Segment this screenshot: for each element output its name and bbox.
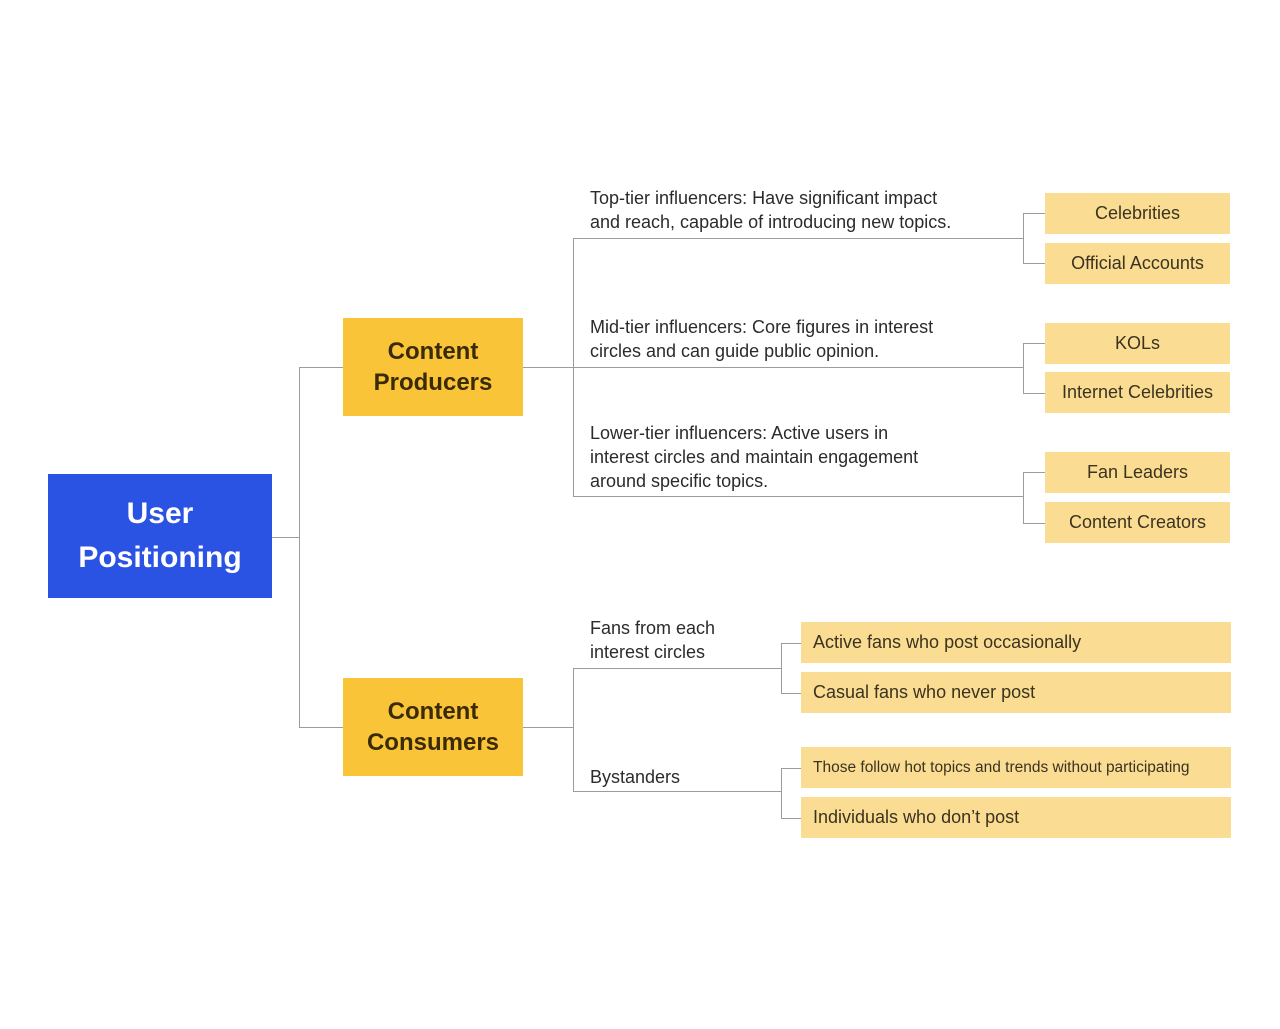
connector-line xyxy=(781,643,801,644)
leaf-fan-leaders[interactable]: Fan Leaders xyxy=(1045,452,1230,493)
connector-line xyxy=(781,768,782,819)
leaf-content-creators[interactable]: Content Creators xyxy=(1045,502,1230,543)
desc-line: Top-tier influencers: Have significant i… xyxy=(590,188,938,208)
desc-lower-tier-influencers[interactable]: Lower-tier influencers: Active users in … xyxy=(590,421,918,493)
connector-line xyxy=(1023,263,1045,264)
connector-line xyxy=(781,693,801,694)
leaf-active-fans[interactable]: Active fans who post occasionally xyxy=(801,622,1231,663)
desc-line: Bystanders xyxy=(590,767,681,787)
connector-line xyxy=(573,367,1023,368)
leaf-internet-celebrities[interactable]: Internet Celebrities xyxy=(1045,372,1230,413)
desc-top-tier-influencers[interactable]: Top-tier influencers: Have significant i… xyxy=(590,186,951,234)
connector-line xyxy=(523,727,573,728)
desc-line: circles and can guide public opinion. xyxy=(590,341,880,361)
desc-line: Fans from each xyxy=(590,618,716,638)
desc-line: and reach, capable of introducing new to… xyxy=(590,212,952,232)
connector-line xyxy=(1023,472,1024,523)
connector-line xyxy=(1023,523,1045,524)
connector-line xyxy=(299,727,343,728)
connector-line xyxy=(781,768,801,769)
root-node-user-positioning[interactable]: User Positioning xyxy=(48,474,272,598)
desc-line: interest circles and maintain engagement xyxy=(590,447,919,467)
connector-line xyxy=(573,238,1023,239)
connector-line xyxy=(573,668,574,792)
leaf-non-posters[interactable]: Individuals who don’t post xyxy=(801,797,1231,838)
connector-line xyxy=(573,791,781,792)
leaf-official-accounts[interactable]: Official Accounts xyxy=(1045,243,1230,284)
desc-mid-tier-influencers[interactable]: Mid-tier influencers: Core figures in in… xyxy=(590,315,933,363)
connector-line xyxy=(299,367,343,368)
connector-line xyxy=(1023,393,1045,394)
connector-line xyxy=(1023,472,1045,473)
connector-line xyxy=(573,496,1023,497)
leaf-kols[interactable]: KOLs xyxy=(1045,323,1230,364)
connector-line xyxy=(1023,213,1024,264)
connector-line xyxy=(1023,343,1024,394)
desc-line: Mid-tier influencers: Core figures in in… xyxy=(590,317,934,337)
connector-line xyxy=(573,668,781,669)
connector-line xyxy=(1023,213,1045,214)
desc-line: around specific topics. xyxy=(590,471,769,491)
leaf-casual-fans[interactable]: Casual fans who never post xyxy=(801,672,1231,713)
leaf-hot-topic-followers[interactable]: Those follow hot topics and trends witho… xyxy=(801,747,1231,788)
connector-line xyxy=(781,643,782,694)
connector-line xyxy=(1023,343,1045,344)
desc-line: Lower-tier influencers: Active users in xyxy=(590,423,889,443)
branch-node-content-consumers[interactable]: Content Consumers xyxy=(343,678,523,776)
desc-fans-interest-circles[interactable]: Fans from each interest circles xyxy=(590,616,715,664)
leaf-celebrities[interactable]: Celebrities xyxy=(1045,193,1230,234)
connector-line xyxy=(272,537,299,538)
desc-line: interest circles xyxy=(590,642,706,662)
connector-line xyxy=(299,367,300,728)
connector-line xyxy=(781,818,801,819)
desc-bystanders[interactable]: Bystanders xyxy=(590,765,680,789)
connector-line xyxy=(523,367,573,368)
branch-node-content-producers[interactable]: Content Producers xyxy=(343,318,523,416)
